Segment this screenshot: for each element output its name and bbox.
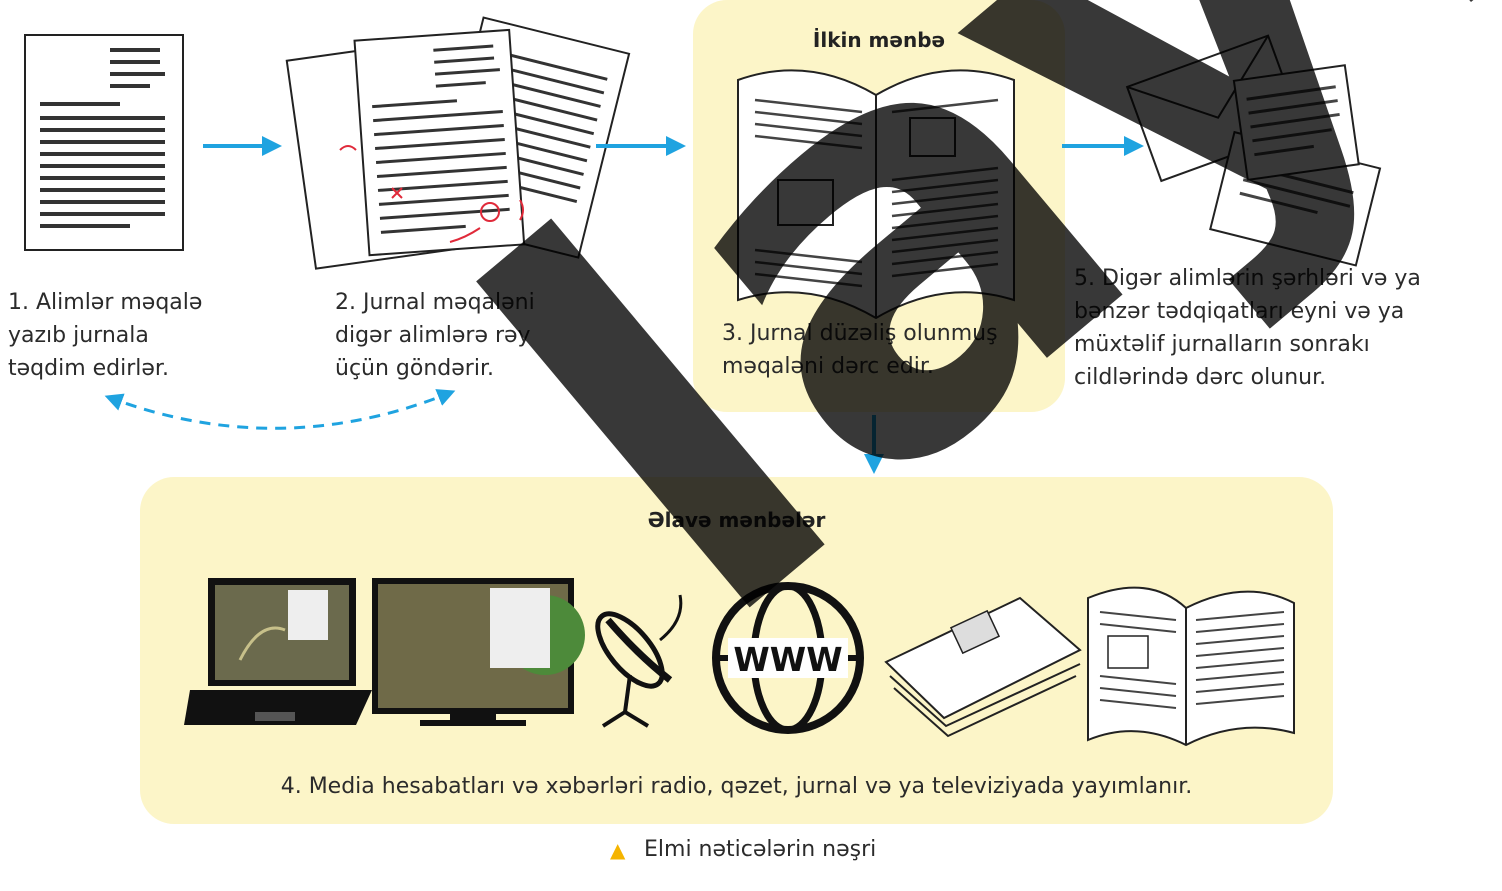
article-document-icon <box>24 34 184 251</box>
open-journal-icon <box>737 69 1015 320</box>
laptop-icon <box>184 578 372 725</box>
satellite-dish-icon <box>595 594 683 728</box>
newspaper-icon <box>884 596 1082 738</box>
secondary-sources-title: Əlavə mənbələr <box>647 508 826 532</box>
step-2-text: 2. Jurnal məqaləni digər alimlərə rəy üç… <box>335 290 535 381</box>
primary-source-title: İlkin mənbə <box>812 28 946 52</box>
open-magazine-icon <box>1087 586 1295 747</box>
figure-caption: Elmi nəticələrin nəşri <box>644 837 877 862</box>
www-globe-icon: WWW <box>712 582 864 734</box>
caption-triangle-icon: ▲ <box>610 838 626 862</box>
reviewed-papers-icon <box>285 16 631 270</box>
step-4-text: 4. Media hesabatları və xəbərləri radio,… <box>280 774 1193 799</box>
step-1-text: 1. Alimlər məqalə yazıb jurnala təqdim e… <box>8 290 203 381</box>
tv-monitor-icon <box>372 578 585 726</box>
step-3-text: 3. Jurnal düzəliş olunmuş məqaləni dərc … <box>722 321 998 379</box>
step-5-text: 5. Digər alimlərin şərhləri və ya bənzər… <box>1074 266 1421 390</box>
review-loop-dashed-arrow <box>104 389 456 430</box>
envelopes-letters-icon <box>1125 34 1382 267</box>
www-label: WWW <box>733 640 842 679</box>
